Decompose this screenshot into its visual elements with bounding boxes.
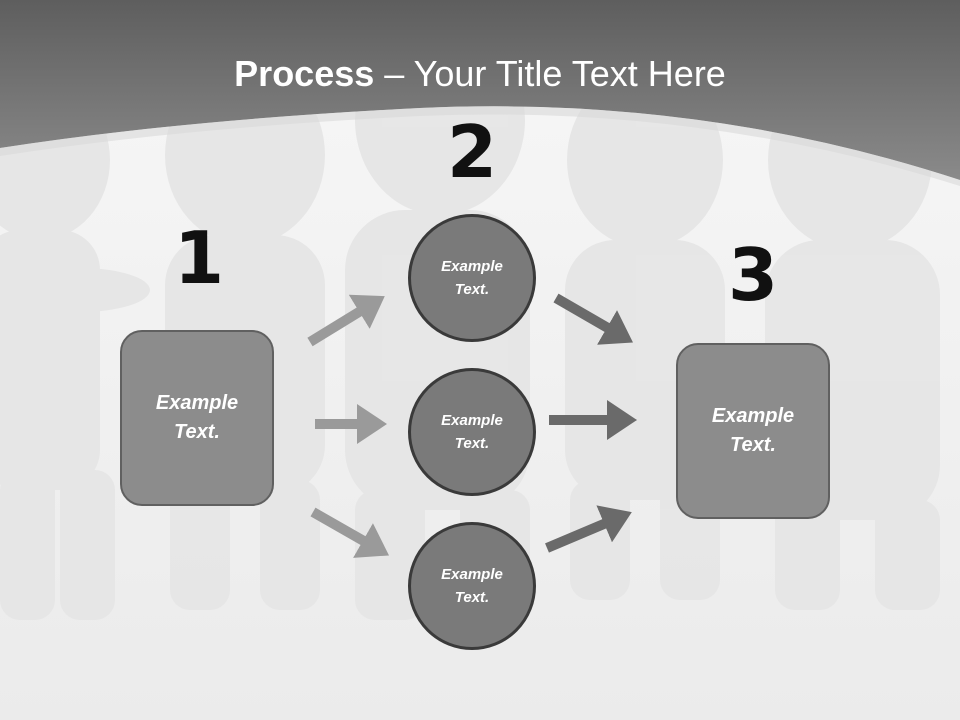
arrow-box1-to-circle3 <box>310 507 390 558</box>
step3-box-line2: Text. <box>730 434 776 456</box>
step1-box: Example Text. <box>120 330 274 506</box>
step-number-1: 1 <box>173 216 225 300</box>
arrow-box1-to-circle1 <box>307 294 385 347</box>
step1-box-line1: Example <box>155 392 239 414</box>
step-number-2: 2 <box>446 110 498 194</box>
step-number-3: 3 <box>727 233 779 317</box>
arrow-circle1-to-box3 <box>553 293 633 345</box>
circle2-line2: Text. <box>454 435 490 452</box>
circle1-line2: Text. <box>454 281 490 298</box>
step2-circle-1: Example Text. <box>408 214 536 342</box>
title-rest: – Your Title Text Here <box>374 53 726 94</box>
step3-box-line1: Example <box>711 405 795 427</box>
step2-circle-2: Example Text. <box>408 368 536 496</box>
step2-circle-3: Example Text. <box>408 522 536 650</box>
step1-box-line2: Text. <box>174 421 220 443</box>
step3-box: Example Text. <box>676 343 830 519</box>
circle1-line1: Example <box>441 258 503 275</box>
slide-title: Process – Your Title Text Here <box>0 50 960 98</box>
circle3-line2: Text. <box>454 589 490 606</box>
circle2-line1: Example <box>441 412 503 429</box>
arrow-circle3-to-box3 <box>545 505 632 553</box>
title-bold: Process <box>234 53 375 94</box>
circle3-line1: Example <box>441 566 503 583</box>
